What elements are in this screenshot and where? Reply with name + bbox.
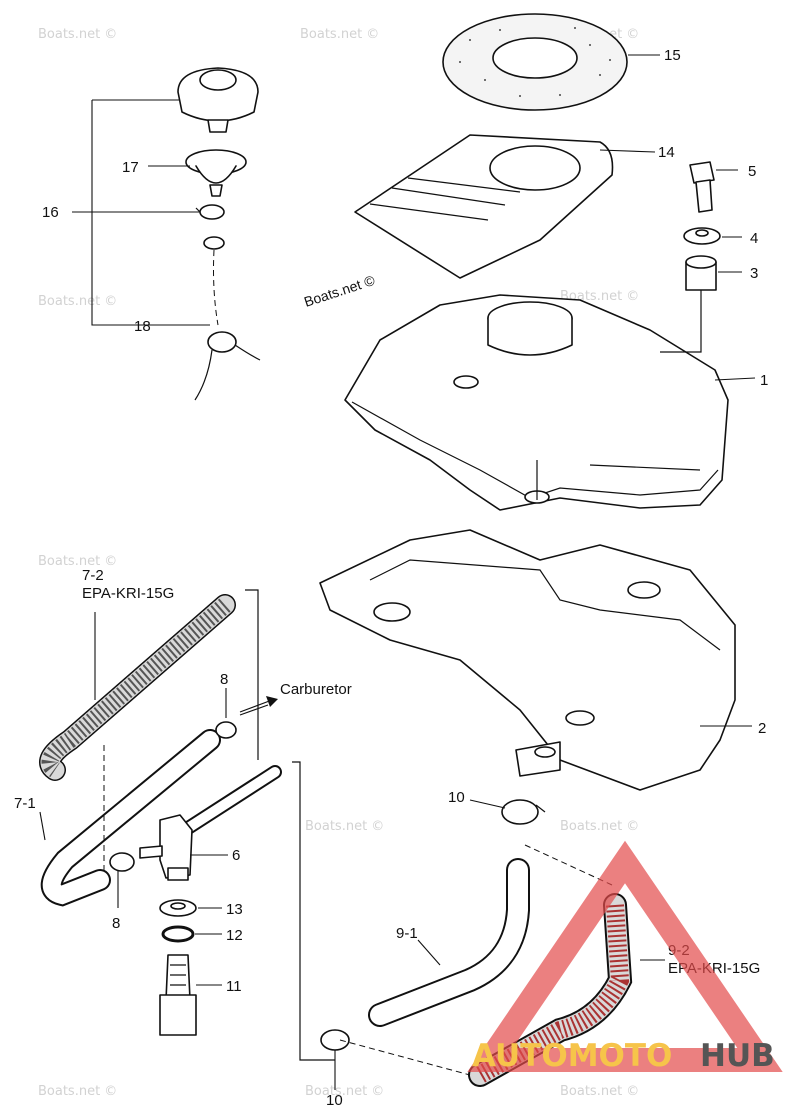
label-part-3: 3 — [750, 265, 758, 282]
label-part-9-1: 9-1 — [396, 925, 418, 942]
label-part-18: 18 — [134, 318, 151, 335]
part-9-1-hose — [368, 858, 530, 1027]
label-part-10: 10 — [448, 789, 465, 806]
part-8-clamp — [215, 721, 237, 739]
label-part-11: 11 — [226, 978, 242, 995]
watermark: Boats.net © — [305, 1084, 384, 1099]
part-6-fuel-cock — [139, 765, 282, 881]
label-part-5: 5 — [748, 163, 756, 180]
part-14-gasket — [354, 134, 614, 279]
part-5-bolt — [689, 161, 715, 213]
assembly-lines — [103, 290, 702, 1076]
part-16-cap — [177, 67, 259, 133]
part-17-seal — [185, 149, 247, 197]
label-part-8: 8 — [220, 671, 228, 688]
label-part-2: 2 — [758, 720, 766, 737]
part-18-strap — [194, 236, 261, 401]
part-10-clamp — [320, 1029, 350, 1051]
part-1-fuel-tank — [344, 294, 729, 511]
part-10-clamp — [501, 799, 546, 825]
part-7-2-hose — [39, 594, 236, 781]
label-part-16: 16 — [42, 204, 59, 221]
label-part-7-2-spec: EPA-KRI-15G — [82, 585, 174, 602]
label-part-7-1: 7-1 — [14, 795, 36, 812]
leader-lines — [39, 54, 756, 1090]
watermark: Boats.net © — [38, 554, 117, 569]
part-9-2-hose — [468, 893, 633, 1087]
part-12-o-ring — [161, 925, 195, 943]
part-13-washer — [159, 899, 197, 917]
part-15-pad — [442, 13, 628, 111]
brand-logo: AUTOMOTO HUB — [467, 840, 783, 1074]
part-2-tray — [319, 529, 736, 791]
part-7-1-hose — [40, 729, 221, 907]
watermark-center: Boats.net © — [302, 272, 377, 310]
label-part-6: 6 — [232, 847, 240, 864]
label-part-13: 13 — [226, 901, 243, 918]
part-11-strainer — [159, 954, 197, 1036]
part-8-clamp — [109, 852, 135, 872]
brand-text-hub: HUB — [700, 1038, 775, 1074]
watermark: Boats.net © — [38, 294, 117, 309]
label-part-1: 1 — [760, 372, 768, 389]
part-3-collar — [685, 255, 717, 291]
label-part-8: 8 — [112, 915, 120, 932]
part-16-clip — [195, 204, 225, 220]
label-part-15: 15 — [664, 47, 681, 64]
label-part-4: 4 — [750, 230, 758, 247]
part-4-washer — [683, 227, 721, 245]
carburetor-arrow — [239, 696, 278, 713]
label-part-7-2: 7-2 — [82, 567, 104, 584]
watermark: Boats.net © — [560, 819, 639, 834]
brand-text-automoto: AUTOMOTO — [472, 1038, 672, 1074]
label-part-17: 17 — [122, 159, 139, 176]
label-part-10: 10 — [326, 1092, 343, 1109]
label-part-12: 12 — [226, 927, 243, 944]
watermark: Boats.net © — [38, 27, 117, 42]
watermark: Boats.net © — [560, 1084, 639, 1099]
watermark: Boats.net © — [305, 819, 384, 834]
watermark: Boats.net © — [300, 27, 379, 42]
watermark: Boats.net © — [38, 1084, 117, 1099]
label-carburetor: Carburetor — [280, 681, 352, 698]
label-part-14: 14 — [658, 144, 675, 161]
